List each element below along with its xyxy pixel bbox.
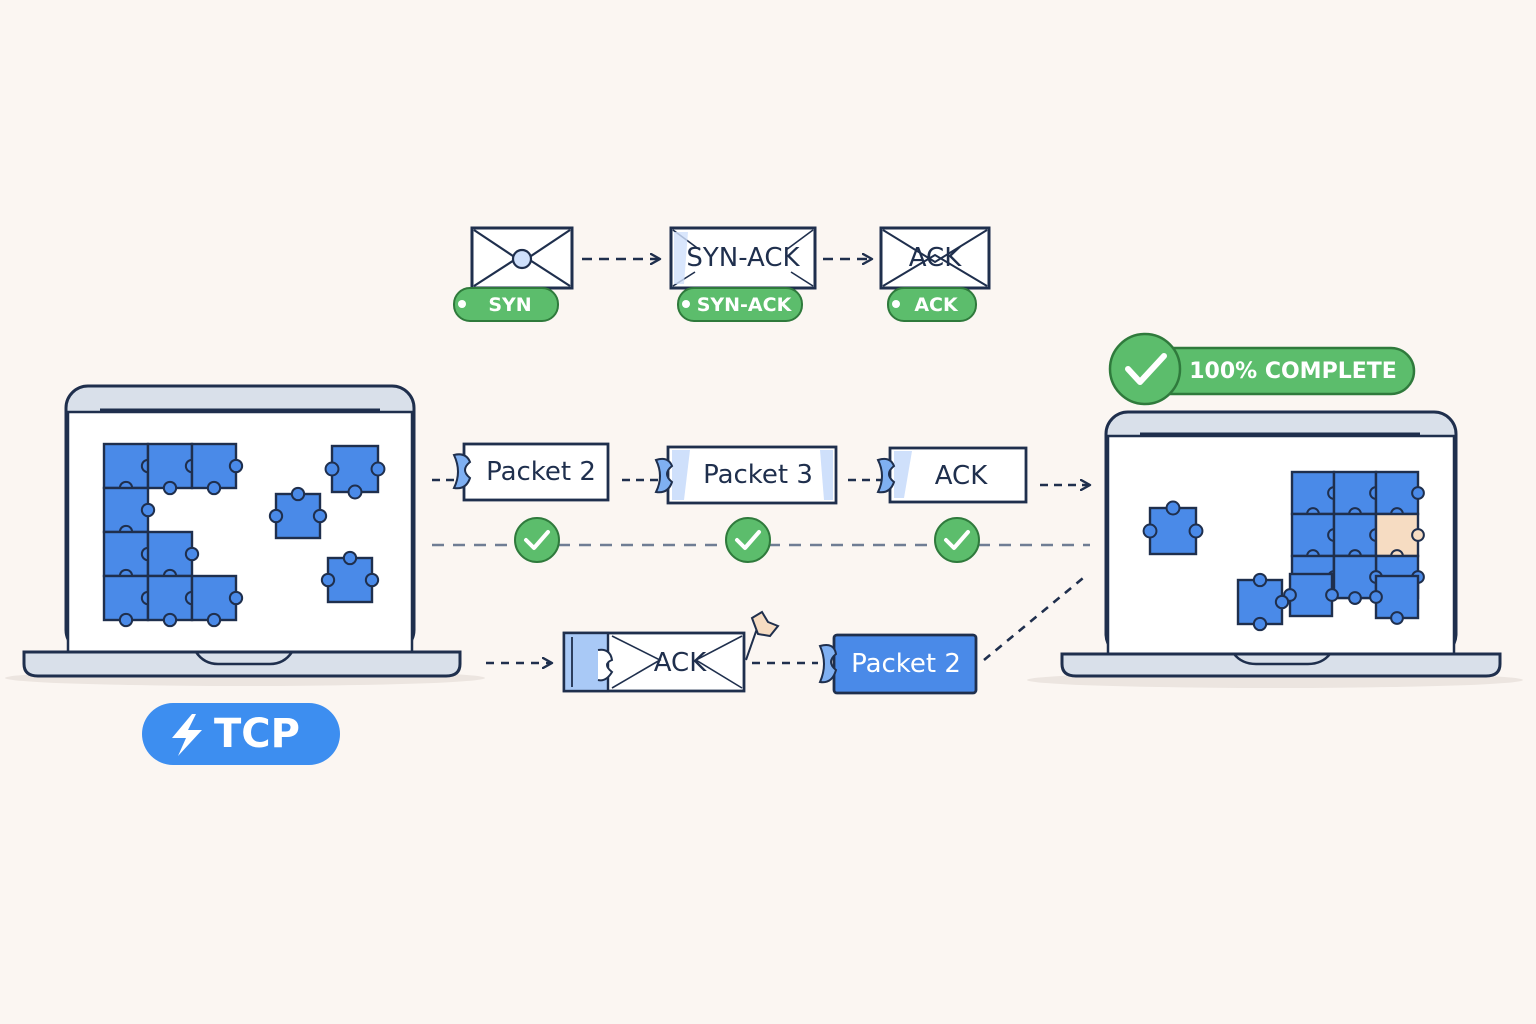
puzzle-tab: [228, 458, 244, 474]
puzzle-tab: [1411, 528, 1425, 542]
packet-3-box: [654, 445, 838, 505]
puzzle-piece: [1148, 506, 1198, 556]
puzzle-tab: [1142, 523, 1158, 539]
synack-envelope: [669, 226, 817, 290]
packet-2-box: [452, 442, 610, 502]
syn-tag: SYN: [488, 293, 532, 316]
puzzle-piece-icon: [102, 442, 386, 628]
puzzle-tab: [1369, 590, 1383, 604]
puzzle-tab: [320, 572, 336, 588]
puzzle-piece: [1332, 554, 1378, 600]
ack-tag-shape: [887, 287, 977, 322]
puzzle-tab: [206, 480, 222, 496]
puzzle-tab: [290, 486, 306, 502]
puzzle-tab: [347, 484, 363, 500]
puzzle-tab: [1165, 500, 1181, 516]
check-circle-icon: [934, 517, 980, 563]
lightning-icon: [172, 714, 202, 756]
puzzle-tab: [206, 612, 222, 628]
flag-icon: [745, 610, 780, 661]
check-mark: [944, 530, 970, 550]
puzzle-piece: [1374, 512, 1420, 558]
puzzle-tab: [1188, 523, 1204, 539]
ack-box-row2: [562, 631, 746, 693]
syn-envelope: [470, 226, 574, 290]
ack-tag: ACK: [914, 293, 958, 316]
puzzle-tab: [1252, 616, 1268, 632]
puzzle-piece-icon: [1142, 470, 1425, 632]
check-mark: [524, 530, 550, 550]
puzzle-tab: [1348, 591, 1362, 605]
puzzle-tab: [162, 612, 178, 628]
puzzle-tab: [370, 461, 386, 477]
packet-2-blue-label: Packet 2: [851, 649, 961, 679]
puzzle-tab: [118, 612, 134, 628]
synack-tag: SYN-ACK: [696, 293, 792, 316]
puzzle-piece: [102, 574, 150, 622]
sender-laptop: [5, 384, 485, 686]
check-circle-icon: [514, 517, 560, 563]
puzzle-piece: [1332, 512, 1378, 558]
packet-3-label: Packet 3: [703, 460, 813, 490]
puzzle-tab: [342, 550, 358, 566]
puzzle-piece: [146, 574, 194, 622]
ack-box-row1: [876, 446, 1028, 504]
puzzle-piece: [146, 530, 194, 578]
puzzle-tab: [1325, 588, 1339, 602]
puzzle-tab: [1390, 611, 1404, 625]
tcp-badge-shape: [142, 703, 340, 765]
syn-tag-shape: [453, 287, 559, 322]
puzzle-tab: [1411, 486, 1425, 500]
puzzle-tab: [1274, 594, 1290, 610]
complete-badge-shape: [1108, 332, 1416, 406]
puzzle-tab: [312, 508, 328, 524]
ack-label-row1: ACK: [934, 461, 988, 491]
tcp-badge-label: TCP: [214, 711, 300, 757]
synack-tag-shape: [677, 287, 803, 322]
complete-badge-label: 100% COMPLETE: [1189, 358, 1397, 384]
puzzle-tab: [268, 508, 284, 524]
synack-envelope-label: SYN-ACK: [686, 243, 800, 273]
puzzle-tab: [364, 572, 380, 588]
check-circle-icon: [725, 517, 771, 563]
check-mark: [735, 530, 761, 550]
puzzle-tab: [1252, 572, 1268, 588]
puzzle-tab: [228, 590, 244, 606]
puzzle-tab: [140, 502, 156, 518]
ack-label-row2: ACK: [653, 648, 707, 678]
puzzle-tab: [162, 480, 178, 496]
packet-2-blue-box: [818, 633, 978, 695]
puzzle-tab: [184, 546, 200, 562]
ack-envelope-label: ACK: [908, 243, 962, 273]
puzzle-tab: [324, 461, 340, 477]
ack-envelope: [879, 226, 991, 290]
packet-2-label: Packet 2: [486, 457, 596, 487]
check-icon: [1125, 353, 1167, 385]
receiver-laptop: [1027, 410, 1523, 688]
